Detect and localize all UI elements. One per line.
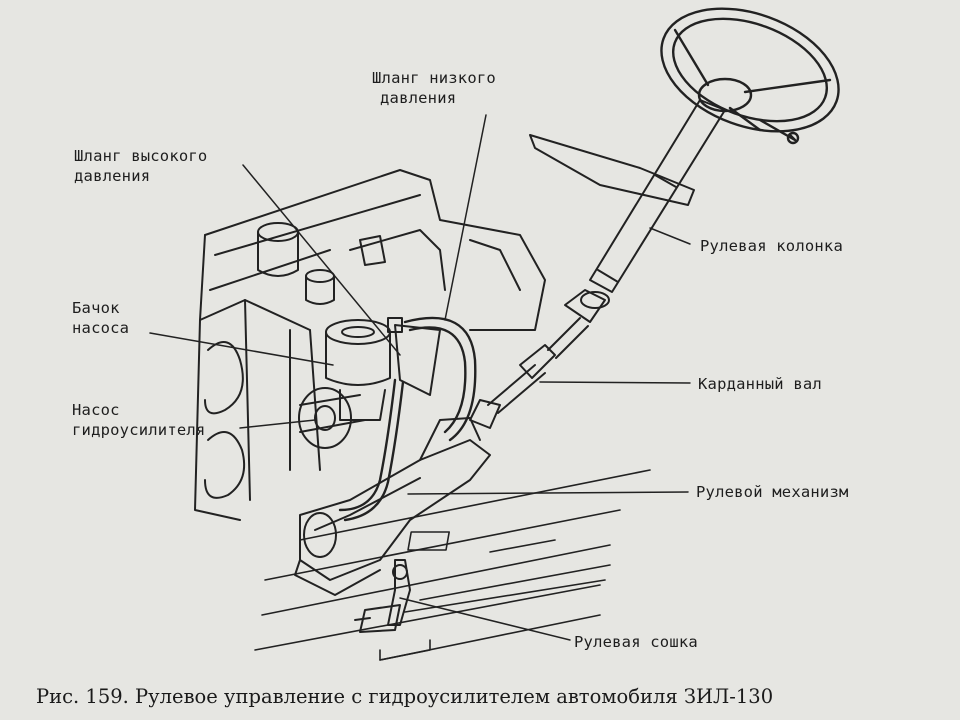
label-pump-tank-line2: насоса	[72, 319, 130, 337]
leader-lines	[149, 114, 691, 641]
label-low-pressure-hose-line1: Шланг низкого	[372, 69, 496, 87]
label-high-pressure-hose: Шланг высокого давления	[74, 146, 207, 186]
label-low-pressure-hose: Шланг низкого давления	[372, 68, 496, 108]
label-booster-pump-line1: Насос	[72, 401, 120, 419]
label-pump-tank-line1: Бачок	[72, 299, 120, 317]
label-steering-gear: Рулевой механизм	[696, 483, 849, 501]
label-booster-pump-line2: гидроусилителя	[72, 421, 206, 439]
engine-block	[194, 169, 546, 521]
label-pitman-arm: Рулевая сошка	[574, 633, 698, 651]
label-steering-column: Рулевая колонка	[700, 237, 843, 255]
label-low-pressure-hose-line2: давления	[380, 89, 457, 107]
figure-caption: Рис. 159. Рулевое управление с гидроусил…	[36, 685, 774, 708]
pump-pulley	[298, 387, 366, 449]
vehicle-frame-lines	[254, 469, 651, 661]
label-high-pressure-hose-line1: Шланг высокого	[74, 147, 208, 165]
label-pump-tank: Бачок насоса	[72, 298, 129, 338]
steering-column	[529, 99, 726, 293]
steering-wheel	[660, 7, 840, 145]
label-booster-pump: Насос гидроусилителя	[72, 400, 205, 440]
label-cardan-shaft: Карданный вал	[698, 375, 822, 393]
label-high-pressure-hose-line2: давления	[74, 167, 151, 185]
pitman-arm	[354, 559, 411, 633]
pump-tank	[325, 317, 441, 421]
hoses	[338, 316, 477, 522]
cardan-shaft	[469, 289, 610, 429]
steering-gear-housing	[294, 417, 491, 596]
